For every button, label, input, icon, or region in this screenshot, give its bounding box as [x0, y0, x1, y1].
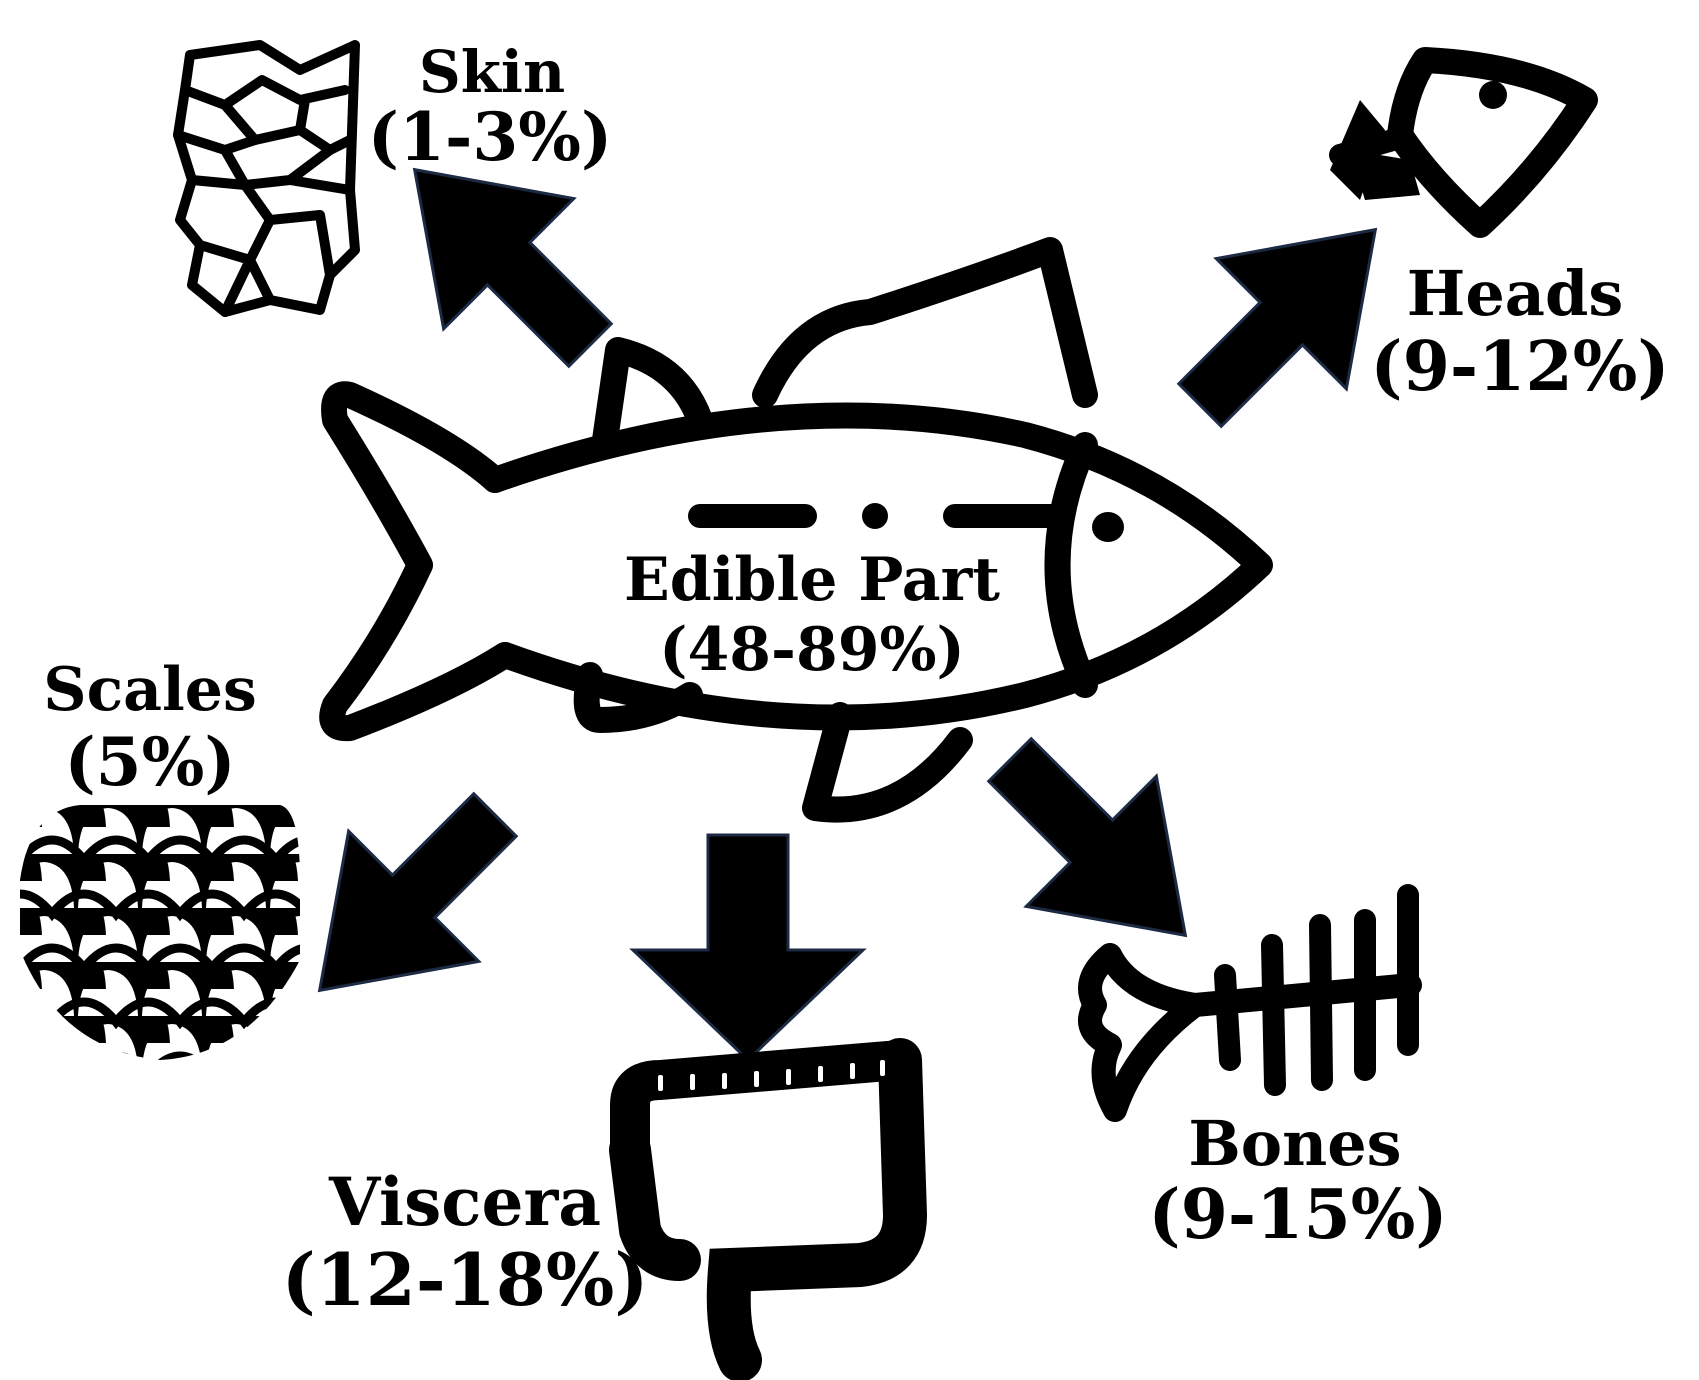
center-part-name: Edible Part	[624, 545, 1000, 615]
fish-bones-icon	[1078, 884, 1422, 1122]
scales-label: Scales	[43, 655, 257, 725]
center-part-range: (48-89%)	[659, 615, 965, 685]
viscera-range: (12-18%)	[282, 1237, 649, 1322]
skin-icon	[173, 40, 360, 317]
viscera-label: Viscera	[328, 1163, 601, 1241]
arrow-to-bones	[986, 736, 1188, 938]
arrow-to-scales	[317, 791, 519, 993]
fish-icon	[319, 237, 1273, 823]
scales-icon	[20, 805, 300, 1060]
scales-range: (5%)	[64, 723, 235, 801]
skin-range: (1-3%)	[368, 98, 612, 176]
bones-label: Bones	[1188, 1107, 1401, 1180]
heads-label: Heads	[1407, 257, 1623, 330]
arrow-to-heads	[1176, 227, 1378, 429]
heads-range: (9-12%)	[1370, 327, 1669, 407]
fish-head-icon	[1329, 47, 1598, 238]
viscera-icon	[609, 1038, 928, 1380]
arrow-to-viscera	[629, 833, 867, 1063]
bones-range: (9-15%)	[1148, 1175, 1447, 1255]
skin-label: Skin	[419, 38, 565, 106]
arrow-to-skin	[412, 167, 614, 369]
